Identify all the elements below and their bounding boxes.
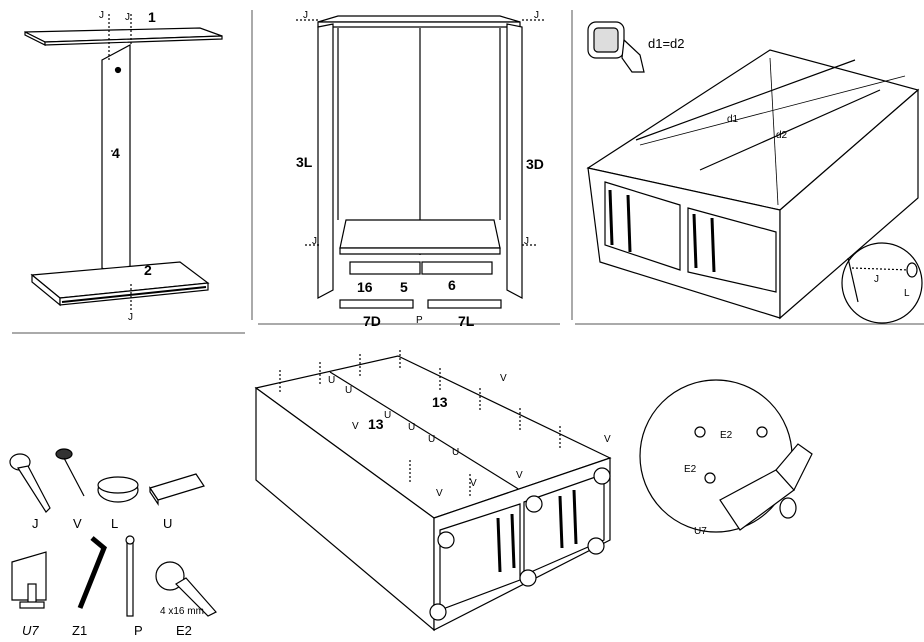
measure-equation: d1=d2	[648, 36, 685, 51]
fastener-label-j: J	[524, 236, 529, 247]
step1-drawing	[24, 14, 223, 312]
hardware-label-p: P	[134, 623, 143, 638]
detail-label-e2: E2	[720, 430, 733, 441]
hardware-label-u7: U7	[22, 623, 39, 638]
part-label-3l: 3L	[296, 154, 313, 170]
part-label-5: 5	[400, 279, 408, 295]
clip-label-u: U	[408, 422, 415, 433]
panel-dividers	[12, 10, 924, 334]
nail-label-v: V	[500, 373, 507, 384]
fastener-label-j: J	[534, 10, 539, 21]
hardware-label-v: V	[73, 516, 82, 531]
nail-label-v: V	[436, 488, 443, 499]
hex-key-z1-icon	[77, 536, 107, 609]
hardware-label-j: J	[32, 516, 39, 531]
nail-label-v: V	[470, 478, 477, 489]
diagonal-label-d1: d1	[727, 114, 739, 125]
clip-label-u: U	[452, 447, 459, 458]
fastener-label-j: J	[303, 10, 308, 21]
detail-label-u7: U7	[694, 526, 707, 537]
hardware-label-z1: Z1	[72, 623, 87, 638]
detail-label-e2: E2	[684, 464, 697, 475]
part-label-4: 4	[112, 145, 120, 161]
fastener-label-j: J	[312, 236, 317, 247]
screw-j-icon	[9, 453, 51, 513]
hardware-label-u: U	[163, 516, 172, 531]
detail-label-j: J	[874, 274, 879, 285]
part-label-1: 1	[148, 9, 156, 25]
part-label-16: 16	[357, 279, 373, 295]
bracket-u7-icon	[11, 551, 47, 609]
part-label-3d: 3D	[526, 156, 544, 172]
clip-u-icon	[149, 473, 205, 506]
hardware-drawings	[9, 448, 217, 617]
part-label-p: P	[416, 315, 423, 326]
step2-drawing	[296, 15, 544, 309]
pin-p-icon	[125, 535, 135, 617]
fastener-label-j: J	[99, 10, 104, 21]
part-label-7d: 7D	[363, 313, 381, 329]
clip-label-u: U	[428, 434, 435, 445]
nail-label-v: V	[604, 434, 611, 445]
fastener-label-j: J	[125, 12, 130, 23]
screw-size-label: 4 x16 mm	[160, 606, 204, 617]
nail-label-v: V	[516, 470, 523, 481]
step3-drawing	[586, 21, 923, 324]
part-label-2: 2	[144, 262, 152, 278]
cap-l-icon	[97, 476, 139, 503]
detail-label-l: L	[904, 288, 910, 299]
hardware-label-l: L	[111, 516, 118, 531]
panel-label-13: 13	[432, 394, 448, 410]
step4-drawing	[254, 350, 813, 632]
clip-label-u: U	[384, 410, 391, 421]
screw-e2-icon	[155, 561, 217, 617]
diagonal-label-d2: d2	[776, 130, 788, 141]
fastener-label-j: J	[128, 312, 133, 323]
clip-label-u: U	[328, 375, 335, 386]
tape-measure-icon	[587, 21, 645, 73]
nail-v-icon	[55, 448, 85, 497]
panel-label-13: 13	[368, 416, 384, 432]
clip-label-u: U	[345, 385, 352, 396]
nail-label-v: V	[352, 421, 359, 432]
hardware-label-e2: E2	[176, 623, 192, 638]
part-label-7l: 7L	[458, 313, 475, 329]
part-label-6: 6	[448, 277, 456, 293]
